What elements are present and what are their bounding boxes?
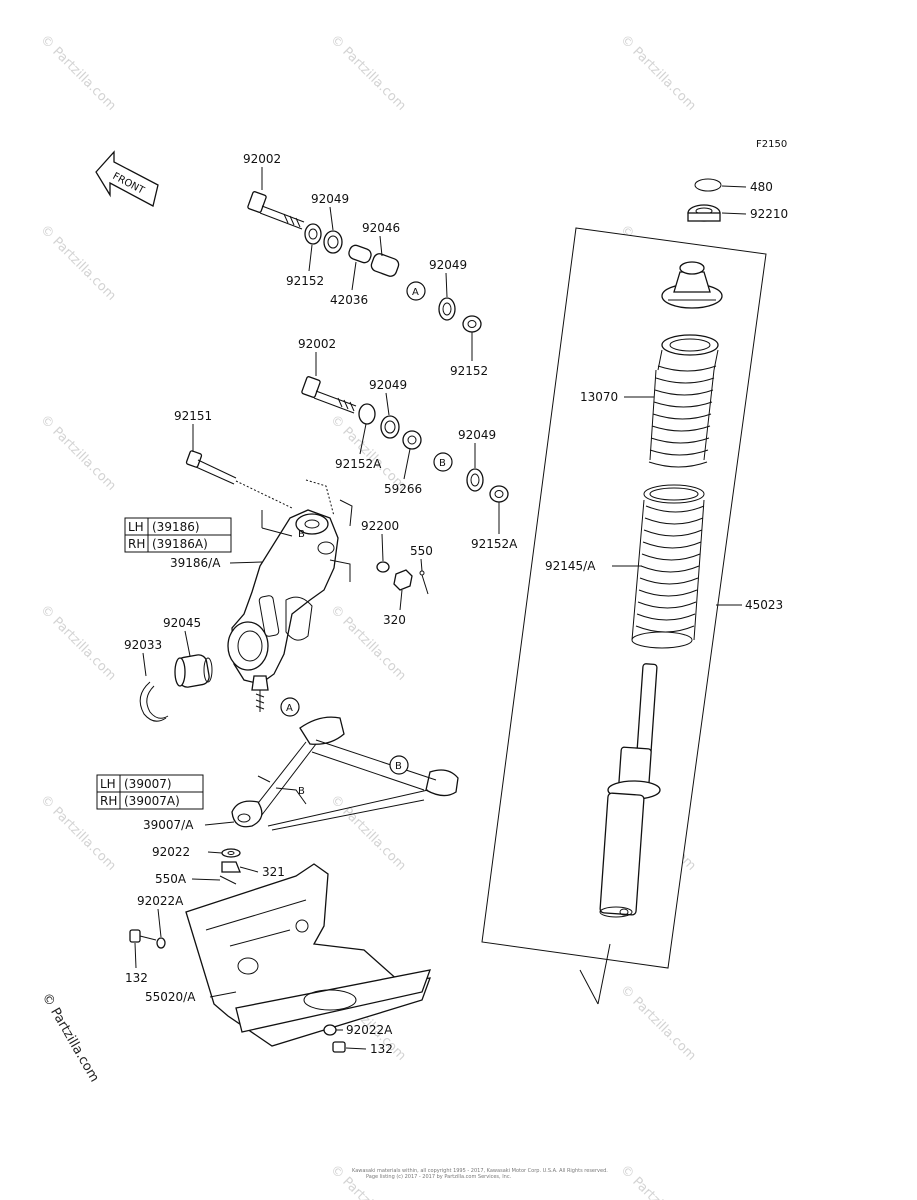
ref-circle-a-top: A <box>406 281 426 301</box>
part-label: 92046 <box>362 221 400 235</box>
part-label: 92002 <box>243 152 281 166</box>
knuckle-variant-box: LH (39186) RH (39186A) <box>124 517 232 553</box>
part-labels: 92002 92049 92046 92152 42036 92049 9215… <box>124 152 788 1056</box>
part-label: 132 <box>125 971 148 985</box>
svg-text:A: A <box>412 287 419 298</box>
lower-a-arm: B <box>231 716 459 831</box>
bump-boot <box>648 334 719 468</box>
part-label: 550 <box>410 544 433 558</box>
svg-text:RH: RH <box>100 794 117 808</box>
svg-text:LH: LH <box>100 777 116 791</box>
svg-text:(39007): (39007) <box>124 777 172 791</box>
svg-text:(39007A): (39007A) <box>124 794 180 808</box>
watermark: © Partzilla.com <box>37 602 119 684</box>
svg-text:(39186): (39186) <box>152 520 200 534</box>
upper-bolt-assembly <box>247 191 482 333</box>
svg-text:A: A <box>286 703 293 714</box>
part-label: 92151 <box>174 409 212 423</box>
footer-line-2: Page listing (c) 2017 - 2017 by Partzill… <box>366 1174 512 1180</box>
svg-text:RH: RH <box>128 537 145 551</box>
coil-spring <box>631 484 705 649</box>
footer-line-1: Kawasaki materials within, all copyright… <box>352 1168 608 1174</box>
steering-knuckle: B <box>227 479 353 712</box>
watermark: © Partzilla.com <box>617 32 699 114</box>
arm-ref-b: B <box>298 786 305 797</box>
watermark: © Partzilla.com <box>617 1162 699 1200</box>
part-label: 92210 <box>750 207 788 221</box>
part-label: 45023 <box>745 598 783 612</box>
svg-text:(39186A): (39186A) <box>152 537 208 551</box>
arm-small-parts <box>129 848 241 949</box>
part-label: 92049 <box>369 378 407 392</box>
part-label: 92152 <box>450 364 488 378</box>
watermark: © Partzilla.com <box>617 982 699 1064</box>
part-label: 320 <box>383 613 406 627</box>
part-label: 92200 <box>361 519 399 533</box>
watermark: © Partzilla.com <box>327 32 409 114</box>
side-watermark: © Partzilla.com <box>39 991 102 1085</box>
knuckle-small-parts <box>139 561 429 722</box>
watermark: © Partzilla.com <box>327 792 409 874</box>
part-label: 92049 <box>311 192 349 206</box>
part-label: 321 <box>262 865 285 879</box>
watermark: © Partzilla.com <box>37 222 119 304</box>
skid-plate <box>185 863 432 1053</box>
svg-text:B: B <box>439 458 446 469</box>
shock-absorber <box>481 178 767 1005</box>
part-label: 92152 <box>286 274 324 288</box>
ref-circle-b-arm: B <box>389 755 409 775</box>
part-label: 92002 <box>298 337 336 351</box>
knuckle-bolt <box>185 450 293 509</box>
ref-circle-a-arm: A <box>280 697 300 717</box>
knuckle-ref-b: B <box>298 529 305 540</box>
part-label: 39186/A <box>170 556 221 570</box>
ref-circle-b-mid: B <box>433 452 453 472</box>
part-label: 92152A <box>471 537 518 551</box>
part-label: 92152A <box>335 457 382 471</box>
watermark: © Partzilla.com <box>37 412 119 494</box>
damper-body <box>599 663 661 918</box>
part-label: 132 <box>370 1042 393 1056</box>
arm-variant-box: LH (39007) RH (39007A) <box>96 774 204 810</box>
part-label: 39007/A <box>143 818 194 832</box>
part-label: 92022A <box>137 894 184 908</box>
part-label: 59266 <box>384 482 422 496</box>
part-label: 92049 <box>429 258 467 272</box>
part-label: 92049 <box>458 428 496 442</box>
part-label: 92033 <box>124 638 162 652</box>
part-label: 550A <box>155 872 187 886</box>
svg-text:LH: LH <box>128 520 144 534</box>
part-label: 92045 <box>163 616 201 630</box>
part-label: 13070 <box>580 390 618 404</box>
front-arrow-icon: FRONT <box>95 150 159 207</box>
diagram-code: F2150 <box>756 139 787 150</box>
part-label: 92022A <box>346 1023 393 1037</box>
part-label: 92145/A <box>545 559 596 573</box>
lower-bolt-assembly <box>301 376 509 503</box>
footer: Kawasaki materials within, all copyright… <box>352 1168 608 1180</box>
part-label: 480 <box>750 180 773 194</box>
part-label: 92022 <box>152 845 190 859</box>
svg-text:B: B <box>395 761 402 772</box>
part-label: 55020/A <box>145 990 196 1004</box>
watermark: © Partzilla.com <box>37 32 119 114</box>
part-label: 42036 <box>330 293 368 307</box>
